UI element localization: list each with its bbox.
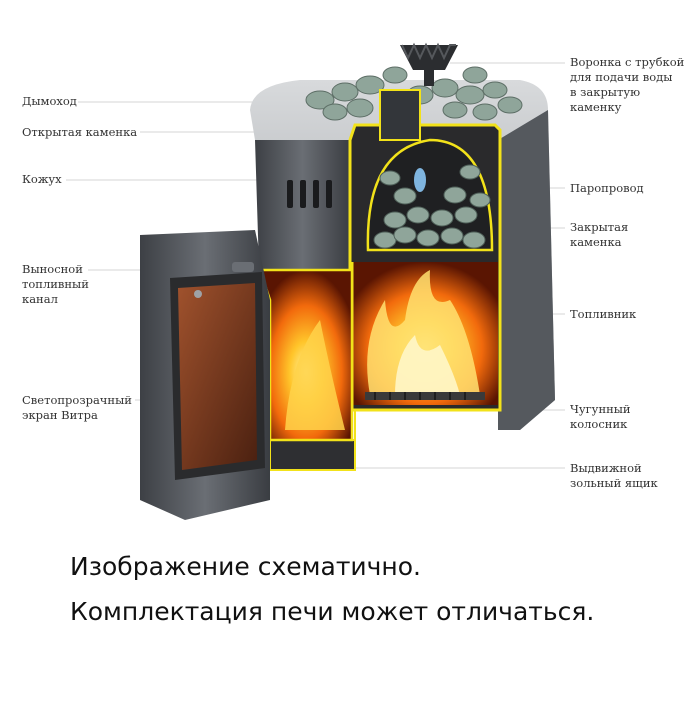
label-closed-stones: Закрытая каменка [570,220,629,249]
water-funnel [400,42,458,86]
cutaway-section [269,89,502,471]
caption-line-1: Изображение схематично. [70,552,421,581]
closed-stones [373,164,491,249]
label-grate: Чугунный колосник [570,402,631,431]
label-vitra-screen: Светопрозрачный экран Витра [22,393,132,422]
cast-iron-grate [365,392,485,400]
front-door [140,230,270,520]
label-fuel-channel: Выносной топливный канал [22,262,89,306]
label-chimney: Дымоход [22,94,77,108]
label-open-stones: Открытая каменка [22,125,138,139]
chimney-channel [379,89,421,141]
door-emblem [232,262,254,272]
label-casing: Кожух [22,172,62,186]
vent-slots [287,180,332,208]
ash-drawer [269,439,356,471]
label-funnel: Воронка с трубкой для подачи воды в закр… [570,55,685,114]
label-ash-drawer: Выдвижной зольный ящик [570,461,658,490]
vitra-glass-screen [178,283,257,470]
water-spray [414,168,426,192]
door-handle [194,290,202,298]
stove-body [250,80,555,430]
caption-line-2: Комплектация печи может отличаться. [70,597,595,626]
label-firebox: Топливник [570,307,637,321]
label-steam-pipe: Паропровод [570,181,644,195]
fuel-channel [258,268,354,442]
